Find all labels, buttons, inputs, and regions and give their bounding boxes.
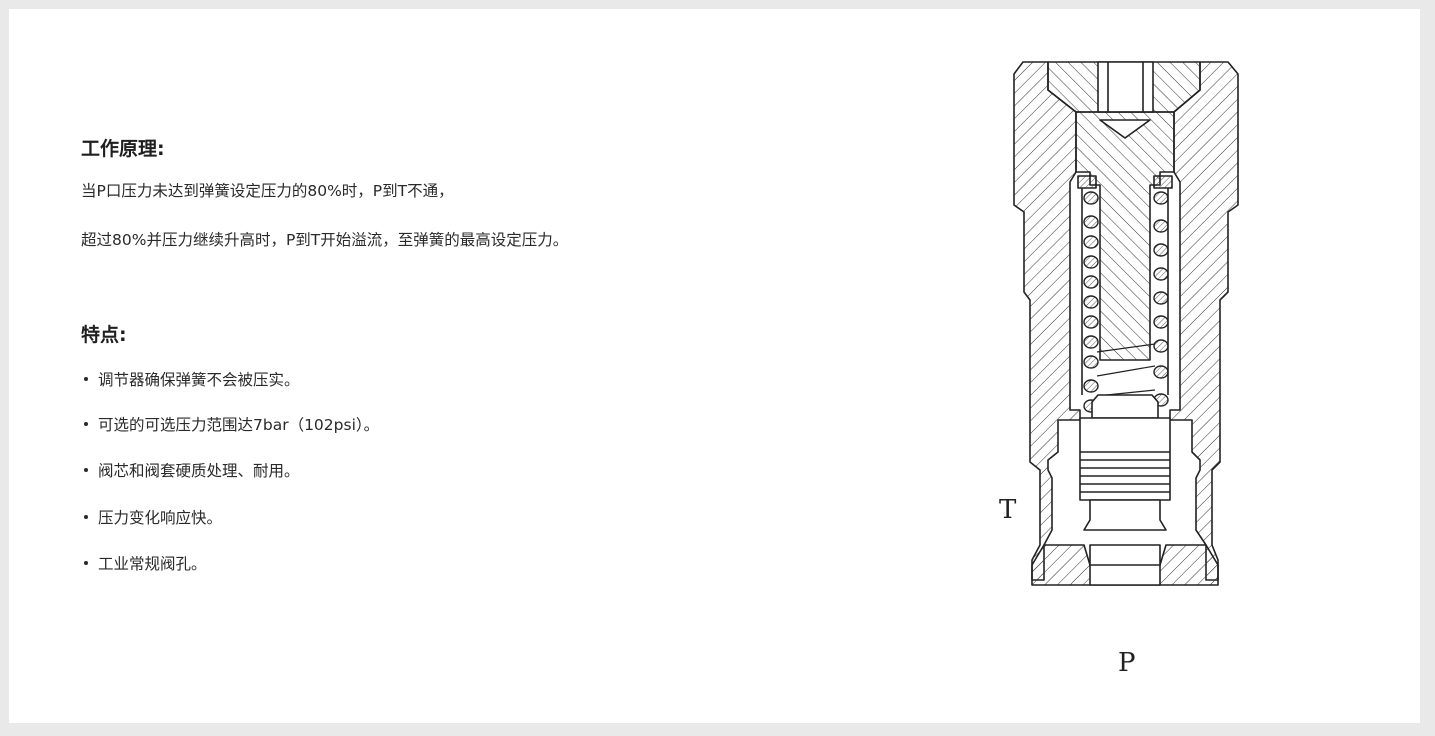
spool xyxy=(1079,417,1171,501)
body-right-wall xyxy=(1169,61,1239,581)
spring-coils-right xyxy=(1153,191,1169,407)
port-t-label: T xyxy=(999,495,1017,525)
spool-grooves xyxy=(1080,451,1170,493)
feature-text: 压力变化响应快。 xyxy=(98,509,223,527)
feature-text: 调节器确保弹簧不会被压实。 xyxy=(98,371,300,389)
poppet-head xyxy=(1091,394,1159,419)
port-p-label: P xyxy=(1118,648,1136,678)
feature-text: 阀芯和阀套硬质处理、耐用。 xyxy=(98,462,300,480)
feature-item: 工业常规阀孔。 xyxy=(81,552,207,574)
bullet-dot xyxy=(84,377,88,381)
bullet-dot xyxy=(84,515,88,519)
principle-title: 工作原理: xyxy=(81,138,165,160)
spool-stem xyxy=(1083,499,1167,531)
features-title: 特点: xyxy=(81,324,127,346)
bullet-dot xyxy=(84,468,88,472)
spring-seat-right xyxy=(1153,175,1173,189)
feature-item: 阀芯和阀套硬质处理、耐用。 xyxy=(81,459,300,481)
feature-item: 压力变化响应快。 xyxy=(81,506,222,528)
feature-text: 工业常规阀孔。 xyxy=(98,555,207,573)
spring-seat-left xyxy=(1077,175,1097,189)
adjusting-screw xyxy=(1075,111,1175,361)
feature-text: 可选的可选压力范围达7bar（102psi）。 xyxy=(98,416,380,434)
feature-item: 调节器确保弹簧不会被压实。 xyxy=(81,368,300,390)
screw-tip xyxy=(1099,119,1151,139)
bullet-dot xyxy=(84,561,88,565)
feature-item: 可选的可选压力范围达7bar（102psi）。 xyxy=(81,413,379,435)
spring-coils-left xyxy=(1083,191,1099,413)
top-hex-socket xyxy=(1097,61,1154,113)
body-left-wall xyxy=(1013,61,1081,581)
principle-line-2: 超过80%并压力继续升高时，P到T开始溢流，至弹簧的最高设定压力。 xyxy=(81,231,569,249)
bullet-dot xyxy=(84,422,88,426)
principle-line-1: 当P口压力未达到弹簧设定压力的80%时，P到T不通， xyxy=(81,182,454,200)
